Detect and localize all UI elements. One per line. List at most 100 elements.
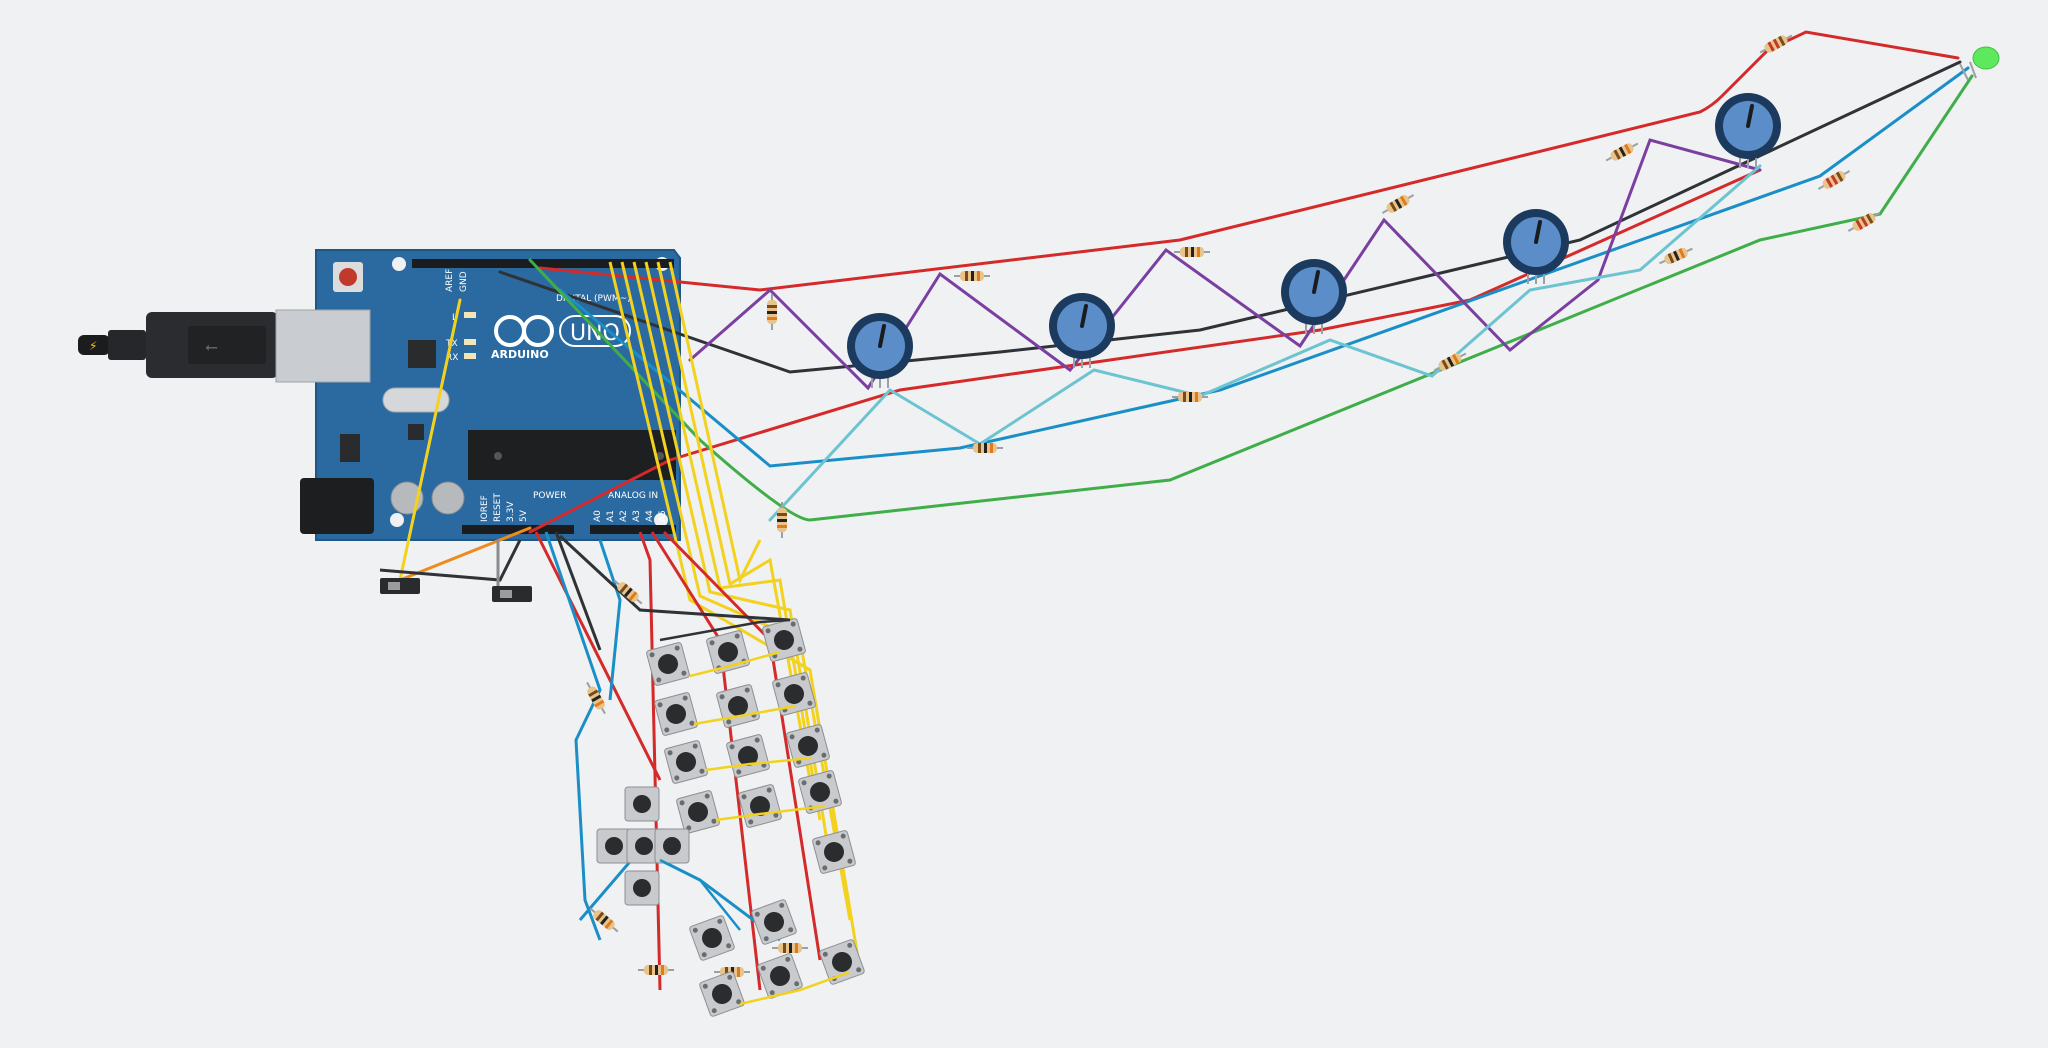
pushbutton[interactable]	[786, 724, 830, 768]
pushbutton[interactable]	[699, 971, 745, 1017]
wire-blue-row[interactable]	[659, 858, 741, 931]
wire-yellow-row[interactable]	[705, 756, 813, 772]
power-jack[interactable]	[300, 478, 374, 534]
resistor[interactable]	[767, 294, 777, 330]
resistor[interactable]	[1174, 247, 1210, 257]
pushbutton[interactable]	[772, 672, 816, 716]
pushbutton[interactable]	[751, 899, 797, 945]
wire-yellow-bottom[interactable]	[739, 970, 851, 1006]
wire-black-row[interactable]	[659, 618, 791, 642]
wire-teal[interactable]	[768, 164, 1762, 522]
led-bulb	[1972, 46, 2000, 70]
label-a4: A4	[645, 510, 655, 522]
slide-switch[interactable]	[380, 578, 420, 594]
usb-symbol-icon: ⭠	[205, 337, 218, 356]
resistor[interactable]	[1172, 392, 1208, 402]
dpad-left-button[interactable]	[596, 828, 632, 864]
potentiometer[interactable]	[1281, 259, 1347, 334]
mount-hole	[392, 257, 406, 271]
wire-yellow-switch[interactable]	[398, 298, 462, 582]
resistor[interactable]	[587, 905, 621, 936]
digital-header[interactable]	[412, 259, 674, 268]
wire-red-d1[interactable]	[534, 531, 662, 781]
wire-yellow-row[interactable]	[693, 704, 797, 726]
wire-orange[interactable]	[398, 526, 532, 582]
label-aref: AREF	[445, 269, 455, 292]
resistor[interactable]	[1758, 31, 1794, 57]
arduino-uno-board[interactable]: ARDUINO UNO L TX RX AREF GND DIGITAL (PW…	[275, 249, 681, 541]
resistor[interactable]	[777, 502, 787, 538]
slide-switch[interactable]	[492, 586, 532, 602]
resistor[interactable]	[954, 271, 990, 281]
pushbutton[interactable]	[664, 740, 708, 784]
led-tx	[464, 339, 476, 345]
wire-black-switch[interactable]	[379, 539, 522, 582]
pushbutton[interactable]	[819, 939, 865, 985]
atmega-chip	[468, 430, 676, 480]
resistor[interactable]	[1604, 139, 1640, 165]
potentiometer[interactable]	[1715, 93, 1781, 168]
power-header[interactable]	[462, 525, 574, 534]
resistor[interactable]	[1816, 167, 1852, 194]
pushbutton[interactable]	[676, 790, 720, 834]
wires[interactable]	[398, 30, 1974, 582]
pushbutton[interactable]	[738, 784, 782, 828]
wire-blue-d2[interactable]	[598, 539, 622, 701]
resistor[interactable]	[1846, 209, 1882, 236]
label-l: L	[452, 313, 457, 323]
dpad-down-button[interactable]	[624, 870, 660, 906]
pushbutton[interactable]	[812, 830, 856, 874]
label-a2: A2	[619, 510, 629, 522]
wire-yellow-row[interactable]	[689, 650, 781, 678]
pushbuttons[interactable]	[596, 618, 865, 1017]
slide-switches[interactable]	[380, 578, 532, 602]
label-analog: ANALOG IN	[608, 491, 658, 501]
potentiometer[interactable]	[1503, 209, 1569, 284]
dpad-up-button[interactable]	[624, 786, 660, 822]
pushbutton[interactable]	[798, 770, 842, 814]
wire-blue-d1[interactable]	[544, 531, 602, 941]
resistor[interactable]	[1380, 191, 1416, 218]
resistor[interactable]	[583, 680, 610, 716]
wire-yellow-6[interactable]	[668, 261, 762, 585]
dpad-right-button[interactable]	[654, 828, 690, 864]
resistor[interactable]	[772, 943, 808, 953]
potentiometer[interactable]	[1049, 293, 1115, 368]
label-ioref: IOREF	[480, 495, 490, 522]
wire-red-top[interactable]	[538, 30, 1960, 292]
capacitor	[431, 481, 465, 515]
pushbutton[interactable]	[646, 642, 690, 686]
resistor[interactable]	[967, 443, 1003, 453]
keypad-crosswires[interactable]	[659, 618, 851, 1006]
potentiometer[interactable]	[847, 313, 913, 388]
wire-black-d2[interactable]	[558, 534, 791, 622]
usb-plug-face	[188, 326, 266, 364]
pushbutton[interactable]	[762, 618, 806, 662]
pushbutton[interactable]	[654, 692, 698, 736]
label-a5: A5	[658, 510, 668, 522]
wire-yellow-1[interactable]	[608, 261, 862, 971]
green-led[interactable]	[1959, 46, 2000, 81]
resistor[interactable]	[1658, 244, 1695, 268]
pushbutton[interactable]	[716, 684, 760, 728]
wire-purple[interactable]	[688, 138, 1762, 391]
pushbutton[interactable]	[757, 953, 803, 999]
resistor[interactable]	[638, 965, 674, 975]
wire-yellow-5[interactable]	[656, 261, 812, 781]
resistor[interactable]	[611, 577, 645, 608]
dpad-center-button[interactable]	[626, 828, 662, 864]
resistors[interactable]	[583, 31, 1882, 977]
resistor[interactable]	[1432, 349, 1468, 375]
wire-black-d1[interactable]	[554, 531, 602, 651]
wire-red-mid[interactable]	[528, 168, 1762, 534]
wire-blue[interactable]	[558, 66, 1970, 468]
label-reset: RESET	[493, 493, 503, 522]
potentiometers[interactable]	[847, 93, 1781, 388]
analog-header[interactable]	[590, 525, 676, 534]
wire-yellow-row[interactable]	[715, 804, 827, 822]
pushbutton[interactable]	[689, 915, 735, 961]
label-a1: A1	[606, 510, 616, 522]
arduino-logo-right	[522, 315, 554, 347]
